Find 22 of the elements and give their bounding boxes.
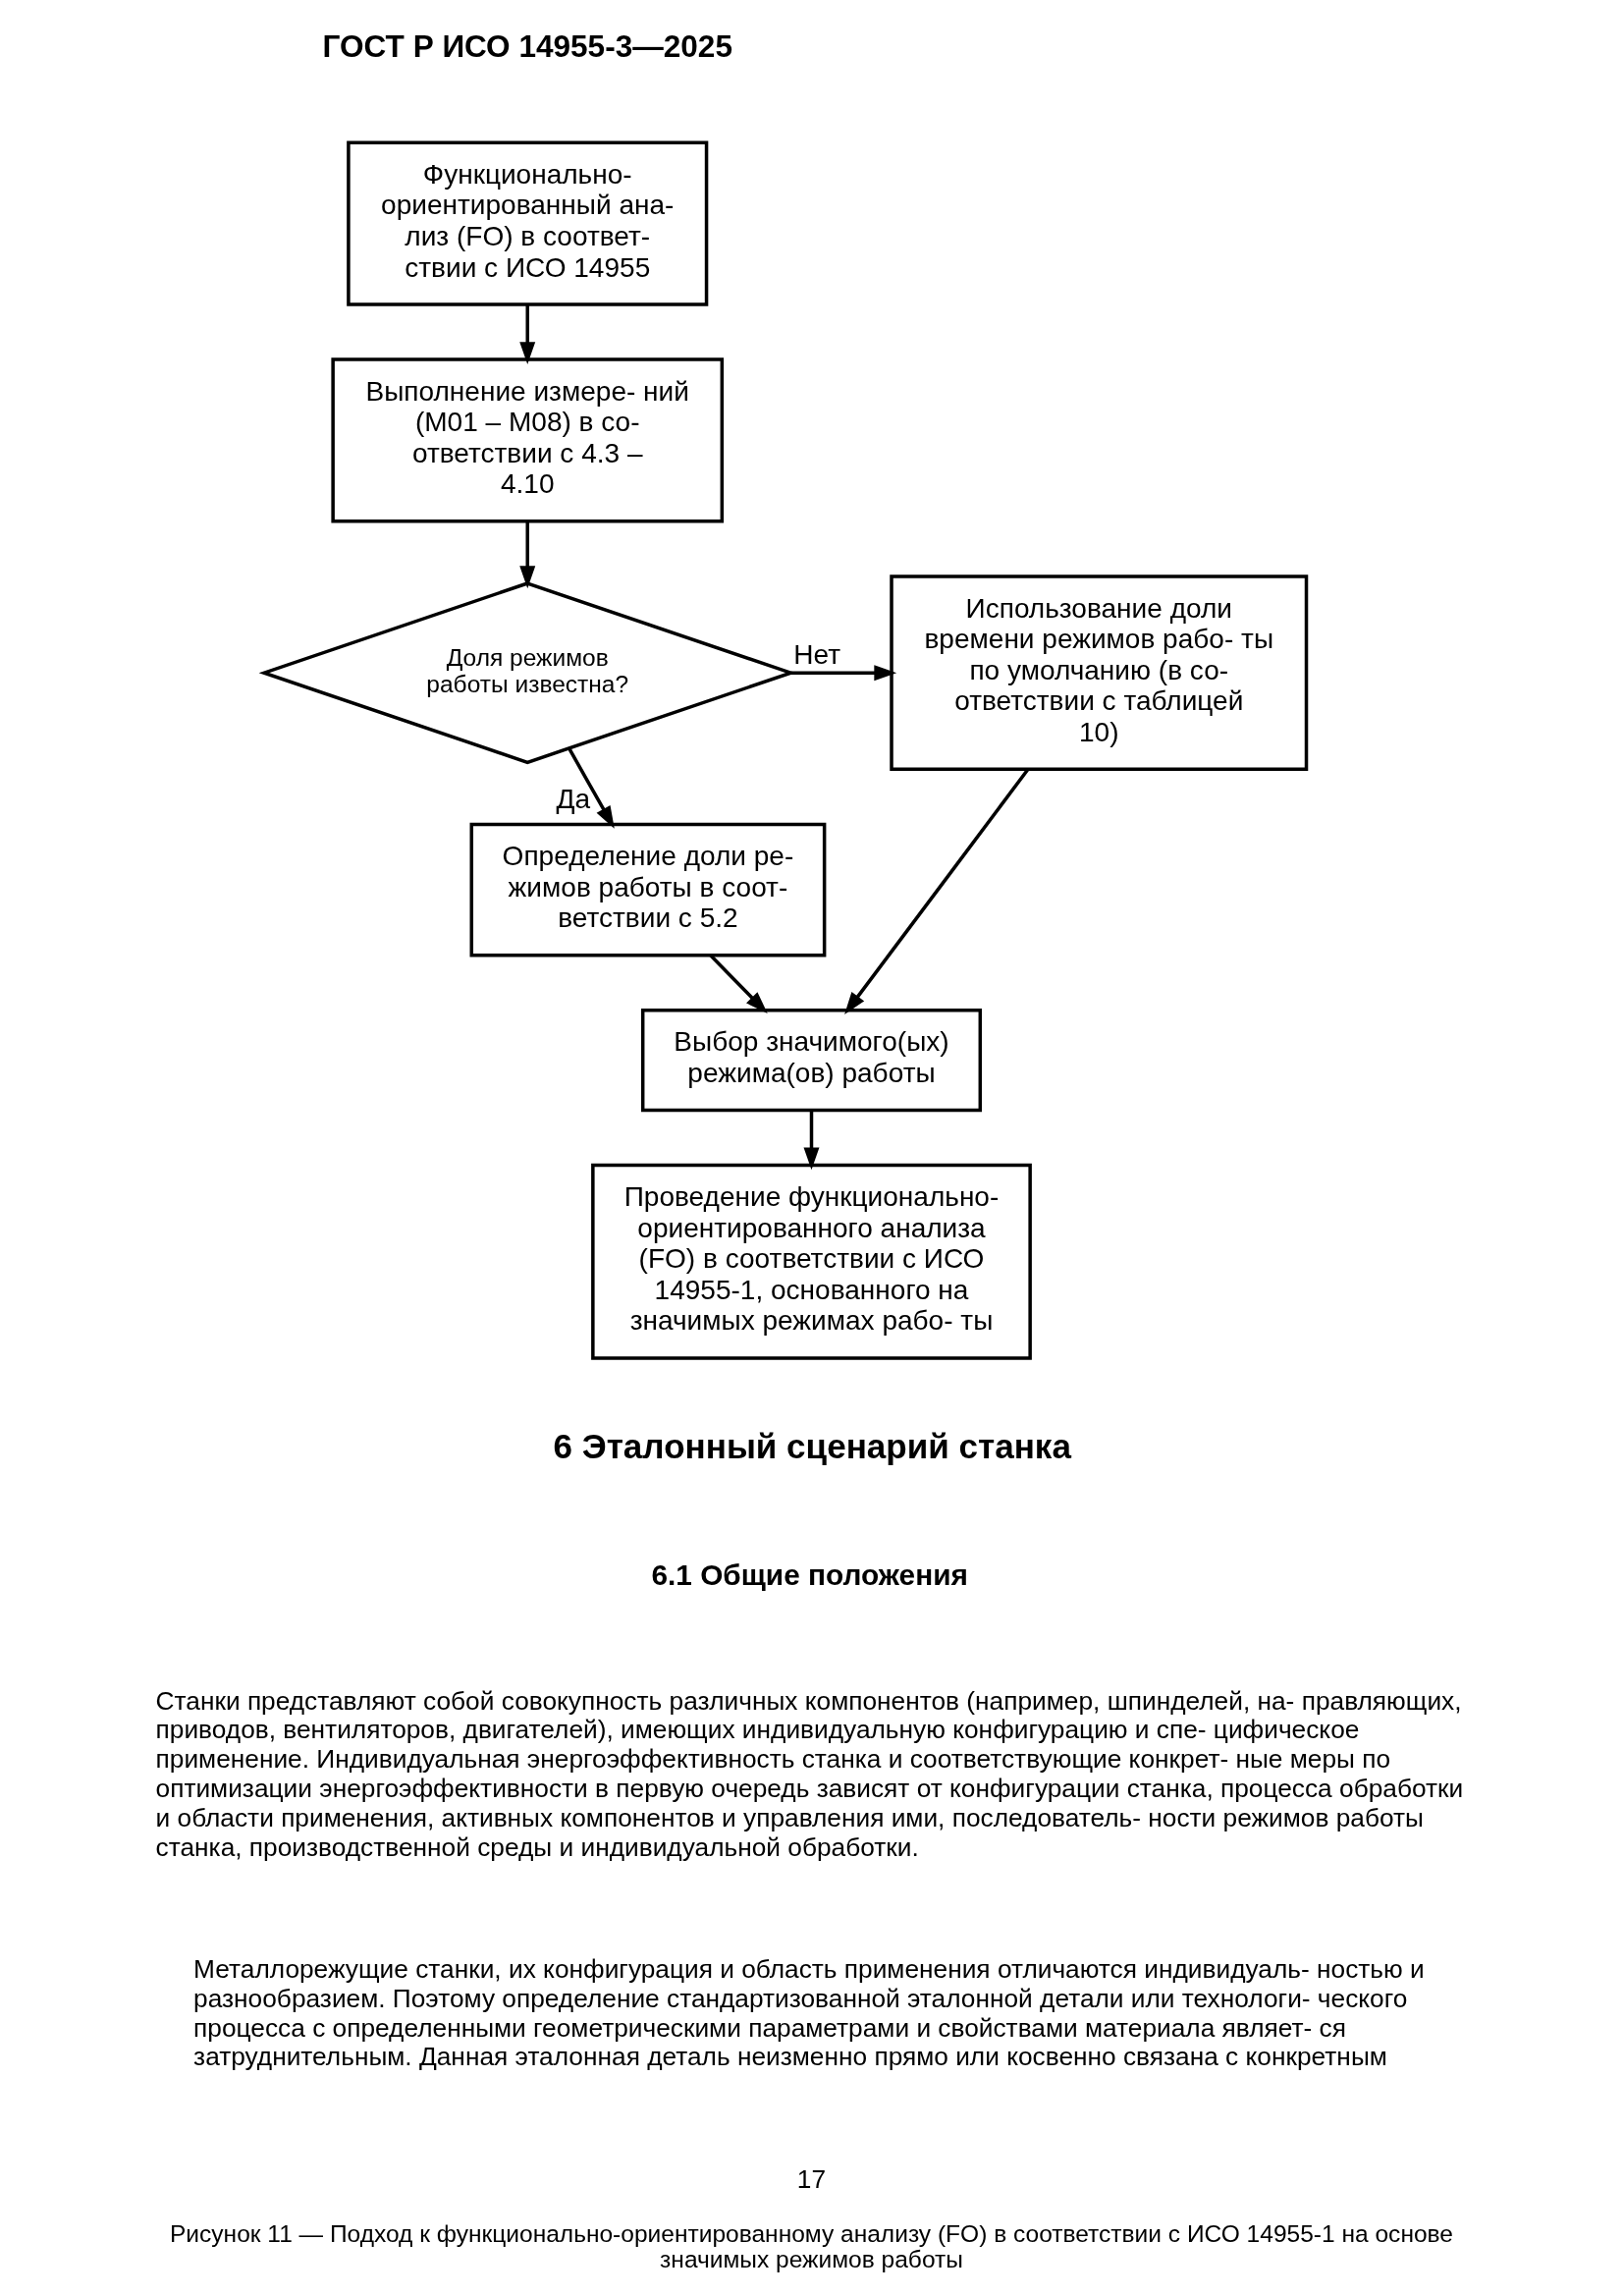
caption: Рисунок 11 — Подход к функционально-ориентированному анализу (FO) в соответствии с ИСО 14955-1 на основе значимых режимов работы: [170, 2219, 1453, 2272]
label: 6 Эталонный сценарий станка: [553, 1426, 1071, 1465]
arrow: [568, 747, 615, 829]
arrow: [519, 521, 536, 589]
node-box: Выполнение измере- ний (M01 – M08) в со- ответствии с 4.3 – 4.10: [331, 357, 725, 523]
arrow: [844, 768, 1030, 1014]
label: Станки представляют собой совокупность различных компонентов (например, шпинделей, на- правляющих, приводов, вентиляторов, двигателей), имеющих индивидуальную конфигурацию и спе- цифическое применение. Индивидуальная энергоэффективность станка и соответствующие конкрет- ные меры по оптимизации энергоэффективности в первую очередь зависят от конфигурации станка, процесса обработки и области применения, активных компонентов и управления ими, последователь- ности режимов работы станка, производственной среды и индивидуальной обработки.: [155, 1685, 1464, 1862]
node-box: Определение доли ре- жимов работы в соот- ветствии с 5.2: [469, 822, 827, 957]
node-box: Функционально- ориентированный ана- лиз (FO) в соответ- ствии с ИСО 14955: [347, 140, 709, 306]
arrow: [709, 954, 768, 1014]
arrow: [803, 1110, 820, 1171]
label: 6.1 Общие положения: [651, 1558, 968, 1591]
node-box: Выбор значимого(ых) режима(ов) работы: [640, 1009, 983, 1113]
edge-label: Да: [556, 784, 591, 815]
label: Металлорежущие станки, их конфигурация и область применения отличаются индивидуаль- ностью и разнообразием. Поэтому определение стандартизованной эталонной детали или технологи- ческого процесса с определенными геометрическими параметрами и свойствами материала являет- ся затруднительным. Данная эталонная деталь неизменно прямо или косвенно связана с конкретным: [193, 1953, 1425, 2072]
node-box: Проведение функционально- ориентированного анализа (FO) в соответствии с ИСО 14955-1, основанного на значимых режимах рабо- ты: [591, 1163, 1032, 1360]
label: 17: [796, 2163, 827, 2194]
edge-label: Нет: [793, 639, 841, 671]
label: ГОСТ Р ИСО 14955-3—2025: [322, 28, 732, 65]
node-box: Использование доли времени режимов рабо- ты по умолчанию (в со- ответствии с таблицей 10): [890, 574, 1309, 772]
arrow: [519, 304, 536, 365]
arrow: [790, 665, 897, 682]
